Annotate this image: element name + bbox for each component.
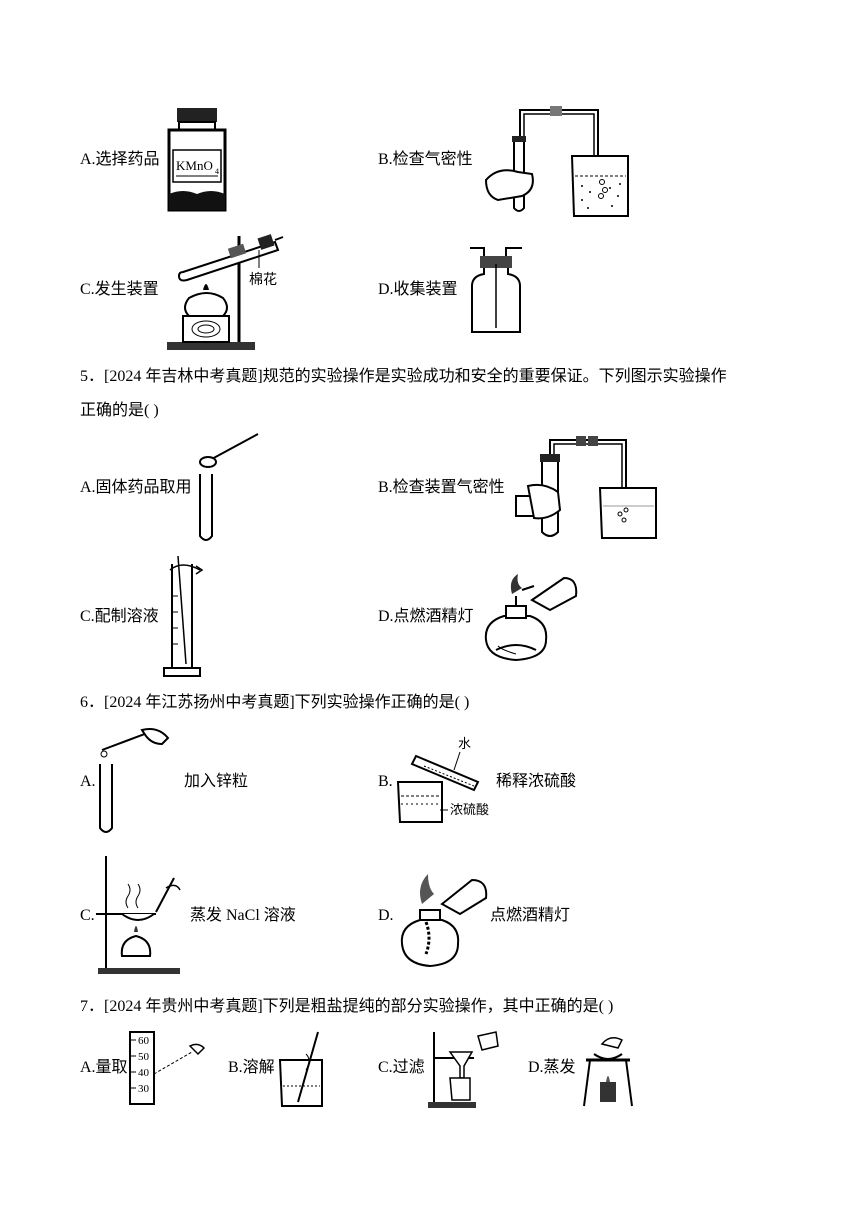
generator-apparatus-figure: 棉花: [163, 222, 287, 354]
zinc-granule-figure: [96, 724, 176, 836]
tick-30: 30: [138, 1083, 150, 1095]
airtightness-check-figure: [478, 100, 638, 218]
tick-60: 60: [138, 1035, 150, 1047]
q7-option-c: C.过滤: [378, 1059, 425, 1076]
kmno4-bottle-figure: KMnO 4: [163, 106, 231, 214]
water-label: 水: [458, 736, 471, 751]
q7-option-a: A.量取: [80, 1059, 128, 1076]
q7-stem: 7．[2024 年贵州中考真题]下列是粗盐提纯的部分实验操作，其中正确的是( ): [80, 998, 614, 1015]
spoon-test-tube-figure: [196, 430, 266, 546]
q4-option-d: D.收集装置: [378, 281, 458, 298]
evaporation-figure: [96, 852, 186, 976]
q5-option-d: D.点燃酒精灯: [378, 608, 474, 625]
q5-airtightness-figure: [514, 434, 660, 542]
q6-option-a-letter: A.: [80, 773, 96, 790]
lamp-lighting-figure-q6: [396, 868, 490, 970]
bottle-label-subscript: 4: [215, 167, 219, 176]
tick-50: 50: [138, 1051, 150, 1063]
filtration-figure: [426, 1030, 500, 1110]
q6-option-c-letter: C.: [80, 907, 95, 924]
q5-stem-line2: 正确的是( ): [80, 402, 159, 419]
q6-stem: 6．[2024 年江苏扬州中考真题]下列实验操作正确的是( ): [80, 694, 470, 711]
q6-option-b-letter: B.: [378, 773, 393, 790]
evaporation-tripod-figure: [580, 1030, 636, 1110]
q5-option-a: A.固体药品取用: [80, 479, 192, 496]
cotton-label: 棉花: [249, 271, 277, 288]
bottle-label-text: KMnO: [176, 158, 213, 173]
acid-label: 浓硫酸: [450, 802, 489, 817]
dilute-acid-figure: 水 浓硫酸: [394, 734, 494, 826]
q6-option-a-text: 加入锌粒: [184, 773, 249, 790]
measuring-cylinder-reading-figure: 60 50 40 30: [128, 1030, 220, 1106]
q6-option-b-text: 稀释浓硫酸: [496, 773, 577, 790]
q4-option-c: C.发生装置: [80, 281, 159, 298]
q5-option-c: C.配制溶液: [80, 608, 159, 625]
q4-option-a: A.选择药品: [80, 151, 160, 168]
q6-option-c-text: 蒸发 NaCl 溶液: [190, 907, 296, 924]
q5-option-b: B.检查装置气密性: [378, 479, 505, 496]
q7-option-b: B.溶解: [228, 1059, 275, 1076]
tick-40: 40: [138, 1067, 150, 1079]
dissolving-figure: [276, 1030, 328, 1110]
collection-bottle-figure: [466, 244, 526, 336]
q5-stem-line1: 5．[2024 年吉林中考真题]规范的实验操作是实验成功和安全的重要保证。下列图…: [80, 368, 727, 385]
q6-option-d-letter: D.: [378, 907, 394, 924]
graduated-cylinder-stirring-figure: [160, 556, 210, 678]
q6-option-d-text: 点燃酒精灯: [490, 907, 571, 924]
q7-option-d: D.蒸发: [528, 1059, 576, 1076]
alcohol-lamp-lighting-figure: [482, 570, 582, 664]
q4-option-b: B.检查气密性: [378, 151, 473, 168]
